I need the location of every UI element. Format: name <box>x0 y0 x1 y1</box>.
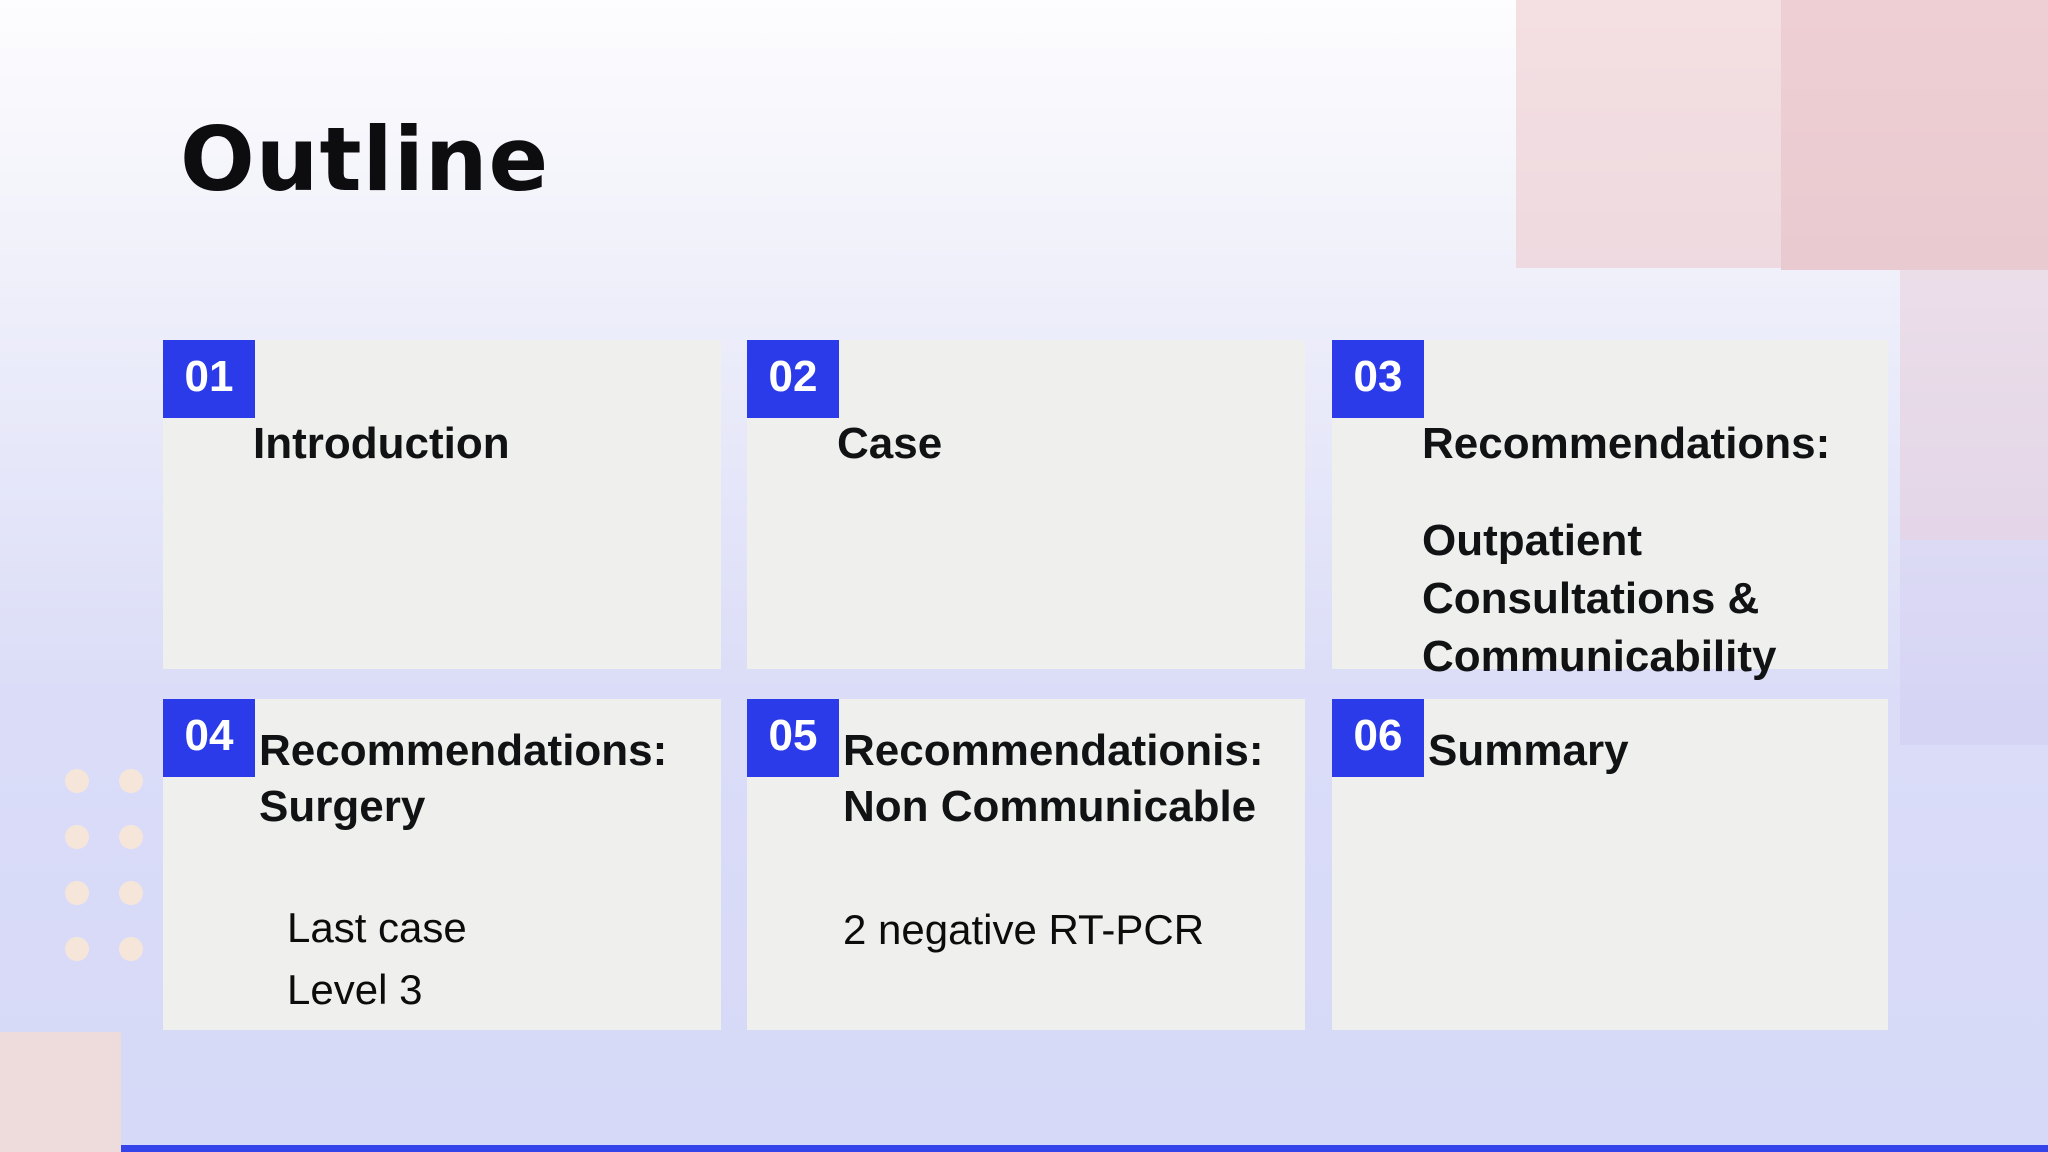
card-body-line: Level 3 <box>287 966 423 1013</box>
dot <box>119 825 143 849</box>
slide-title: Outline <box>180 108 550 211</box>
card-title: Recommendationis: Non Communicable <box>843 726 1264 831</box>
dot <box>119 881 143 905</box>
outline-card-03: 03 Recommendations: Outpatient Consultat… <box>1332 340 1888 681</box>
outline-card-01: 01 Introduction <box>163 340 721 669</box>
dot <box>65 769 89 793</box>
card-title: Summary <box>1428 726 1629 775</box>
dot <box>65 937 89 961</box>
card-body: 2 negative RT-PCR <box>843 899 1291 961</box>
right-edge-pink-band <box>1900 270 2048 540</box>
bottom-left-pink-square <box>0 1032 121 1152</box>
top-right-pink-rect-dark <box>1781 0 2048 270</box>
decorative-dot-grid <box>65 769 143 961</box>
bottom-blue-bar <box>121 1145 2048 1152</box>
card-number-badge: 03 <box>1332 340 1424 418</box>
card-subtitle: Outpatient Consultations & Communicabili… <box>1422 516 1777 681</box>
card-number-badge: 04 <box>163 699 255 777</box>
card-title: Recommendations: <box>1422 419 1831 468</box>
dot <box>65 825 89 849</box>
dot <box>65 881 89 905</box>
top-right-pink-rect-light <box>1516 0 1781 268</box>
dot <box>119 769 143 793</box>
outline-card-05: 05 Recommendationis: Non Communicable 2 … <box>747 699 1305 1030</box>
card-body: Last case Level 3 <box>287 897 707 1021</box>
card-body-line: Last case <box>287 904 467 951</box>
card-title: Case <box>837 419 943 468</box>
card-body-line: 2 negative RT-PCR <box>843 906 1205 953</box>
card-number-badge: 05 <box>747 699 839 777</box>
outline-card-06: 06 Summary <box>1332 699 1888 1030</box>
card-title: Recommendations: Surgery <box>259 726 668 831</box>
card-number-badge: 06 <box>1332 699 1424 777</box>
card-number-badge: 01 <box>163 340 255 418</box>
card-title: Introduction <box>253 419 510 468</box>
right-edge-lavender-band <box>1900 540 2048 745</box>
outline-card-04: 04 Recommendations: Surgery Last case Le… <box>163 699 721 1030</box>
card-number-badge: 02 <box>747 340 839 418</box>
outline-card-02: 02 Case <box>747 340 1305 669</box>
dot <box>119 937 143 961</box>
